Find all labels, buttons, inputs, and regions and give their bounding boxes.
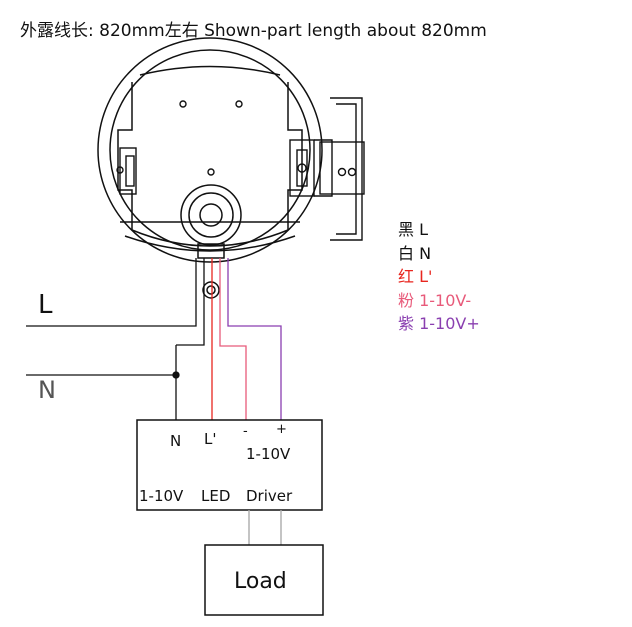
load-label: Load xyxy=(234,569,287,594)
mains-wires xyxy=(26,258,205,420)
driver-terminal-plus: + xyxy=(276,422,287,437)
driver-name-driver: Driver xyxy=(246,487,293,505)
driver-terminal-minus: - xyxy=(243,424,248,439)
neutral-to-driver-wire xyxy=(175,258,205,420)
wire-color-legend: 黑 L 白 N 红 L' 粉 1-10V- 紫 1-10V+ xyxy=(398,218,480,336)
live-label: L xyxy=(38,290,53,320)
legend-item-white: 白 N xyxy=(398,243,432,263)
neutral-label: N xyxy=(38,376,56,404)
fixture-housing xyxy=(97,37,323,263)
legend-item-pink: 粉 1-10V- xyxy=(398,290,472,310)
right-bracket xyxy=(289,97,365,241)
driver-name-dim: 1-10V xyxy=(139,487,184,505)
driver-load-wires xyxy=(248,510,282,545)
left-bracket xyxy=(119,147,137,195)
live-supply-wire xyxy=(26,258,197,327)
driver-terminal-l: L' xyxy=(204,430,217,448)
driver-name-led: LED xyxy=(201,487,231,505)
legend-item-purple: 紫 1-10V+ xyxy=(398,314,480,333)
junction-dot xyxy=(172,371,180,379)
driver-terminal-dim: 1-10V xyxy=(246,445,291,463)
pink-wire xyxy=(219,258,247,420)
legend-item-black: 黑 L xyxy=(398,220,429,239)
colored-wires xyxy=(211,258,282,420)
purple-wire xyxy=(227,258,282,420)
legend-item-red: 红 L' xyxy=(398,267,433,286)
fixture-screw-holes xyxy=(116,100,243,176)
driver-terminal-n: N xyxy=(170,432,182,450)
page-title: 外露线长: 820mm左右 Shown-part length about 82… xyxy=(20,21,487,41)
cable-gland xyxy=(180,184,242,299)
driver-box xyxy=(136,419,323,511)
load-box xyxy=(204,544,324,616)
